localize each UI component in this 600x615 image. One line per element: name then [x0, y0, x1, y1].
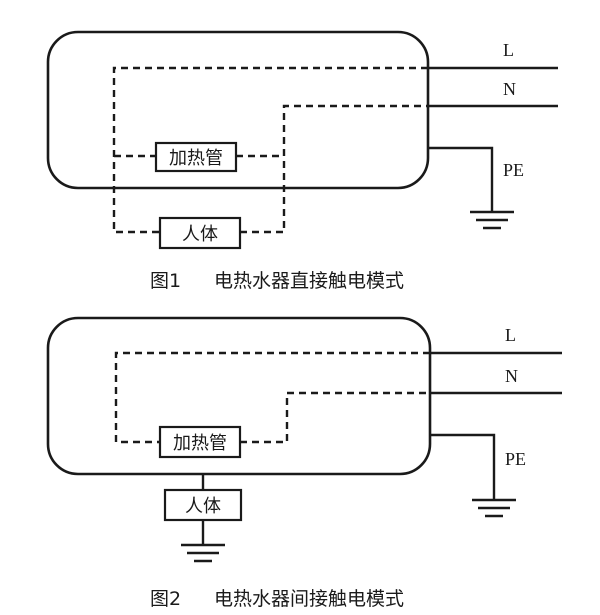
- terminal-earth-label: PE: [505, 449, 526, 469]
- body-label: 人体: [182, 224, 218, 245]
- ground-icon: [470, 210, 514, 230]
- terminal-earth-label: PE: [503, 160, 524, 180]
- body-to-neutral-path: [240, 156, 286, 234]
- earth-wire: [428, 146, 494, 212]
- heater-label: 加热管: [169, 148, 223, 169]
- ground-icon: [181, 543, 225, 563]
- heater-element: [158, 425, 242, 459]
- caption-text: 电热水器间接触电模式: [214, 588, 404, 610]
- heater-casing: [46, 30, 430, 190]
- terminal-live-label: L: [505, 325, 516, 345]
- caption-number: 图1: [150, 270, 181, 292]
- live-internal-path: [112, 66, 428, 234]
- ground-icon: [472, 498, 516, 518]
- heater-to-neutral-path: [240, 391, 430, 444]
- live-internal-path: [114, 351, 430, 444]
- earth-wire: [430, 433, 496, 500]
- terminal-neutral-label: N: [503, 79, 516, 99]
- heater-to-neutral-path: [236, 104, 428, 158]
- figure-2: 加热管 人体 L N PE 图2 电热水器间接触电模式: [46, 316, 562, 610]
- human-body: [158, 216, 242, 250]
- heater-casing: [46, 316, 432, 476]
- body-label: 人体: [185, 496, 221, 517]
- figure-1: 加热管 人体 L N PE 图1 电热水器直接触电模式: [46, 30, 558, 292]
- heater-element: [154, 141, 238, 173]
- caption-text: 电热水器直接触电模式: [214, 270, 404, 292]
- heater-label: 加热管: [173, 433, 227, 454]
- terminal-neutral-label: N: [505, 366, 518, 386]
- caption-number: 图2: [150, 588, 181, 610]
- human-body: [163, 488, 243, 522]
- terminal-live-label: L: [503, 40, 514, 60]
